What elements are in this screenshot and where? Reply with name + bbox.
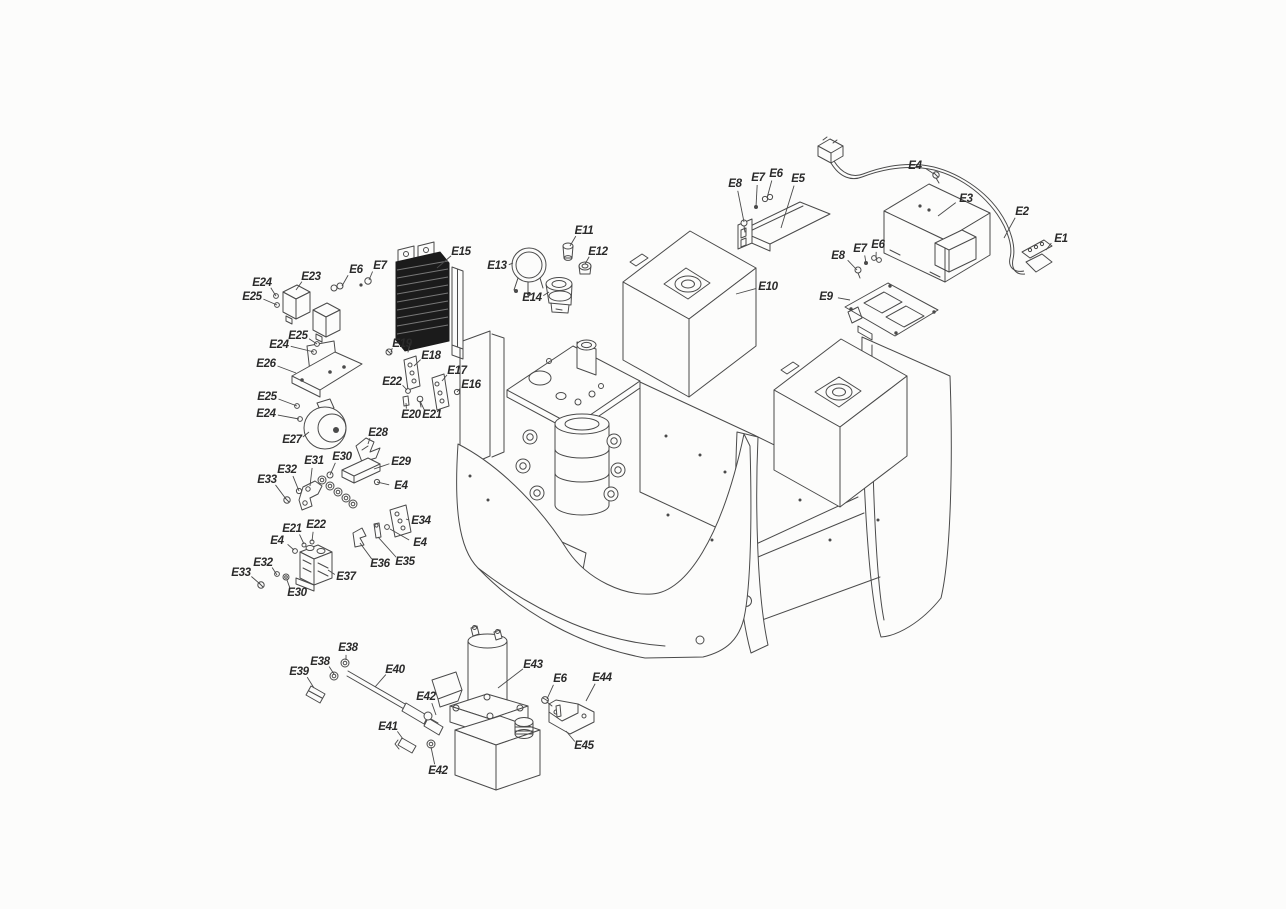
part-label-e4: E4 bbox=[270, 535, 284, 547]
part-label-e9: E9 bbox=[819, 291, 833, 303]
part-label-e38: E38 bbox=[338, 642, 358, 654]
part-label-e26: E26 bbox=[256, 358, 276, 370]
part-label-e45: E45 bbox=[574, 740, 594, 752]
part-label-e1: E1 bbox=[1054, 233, 1068, 245]
part-label-e42: E42 bbox=[416, 691, 436, 703]
part-label-e39: E39 bbox=[289, 666, 309, 678]
part-label-e25: E25 bbox=[242, 291, 262, 303]
part-label-e32: E32 bbox=[253, 557, 273, 569]
terminal-bar-e29-illustration bbox=[283, 457, 381, 511]
part-label-e8: E8 bbox=[831, 250, 845, 262]
part-label-e6: E6 bbox=[553, 673, 567, 685]
part-label-e33: E33 bbox=[257, 474, 277, 486]
part-label-e25: E25 bbox=[288, 330, 308, 342]
part-label-e7: E7 bbox=[373, 260, 387, 272]
relays-e23-illustration bbox=[273, 277, 372, 343]
screw-e4-illustration bbox=[932, 171, 940, 184]
part-label-e27: E27 bbox=[282, 434, 302, 446]
part-label-e24: E24 bbox=[256, 408, 276, 420]
part-label-e44: E44 bbox=[592, 672, 612, 684]
plate-e34-illustration bbox=[384, 504, 412, 538]
part-label-e42: E42 bbox=[428, 765, 448, 777]
part-label-e30: E30 bbox=[287, 587, 307, 599]
part-label-e14: E14 bbox=[522, 292, 542, 304]
horn-e27-illustration bbox=[294, 398, 347, 450]
heatsink-e15-illustration bbox=[395, 241, 464, 360]
part-label-e10: E10 bbox=[758, 281, 778, 293]
part-label-e17: E17 bbox=[447, 365, 467, 377]
part-label-e18: E18 bbox=[421, 350, 441, 362]
part-label-e13: E13 bbox=[487, 260, 507, 272]
part-label-e21: E21 bbox=[282, 523, 302, 535]
charger-illustration bbox=[883, 183, 991, 283]
part-label-e16: E16 bbox=[461, 379, 481, 391]
gauge-e13-illustration bbox=[511, 247, 547, 296]
key-switch-e14-illustration bbox=[545, 277, 573, 314]
part-label-e4: E4 bbox=[394, 480, 408, 492]
part-label-e7: E7 bbox=[853, 243, 867, 255]
clip-e36-illustration bbox=[352, 527, 367, 548]
part-label-e20: E20 bbox=[401, 409, 421, 421]
part-label-e35: E35 bbox=[395, 556, 415, 568]
part-label-e43: E43 bbox=[523, 659, 543, 671]
part-label-e2: E2 bbox=[1015, 206, 1029, 218]
hydraulic-hose-e40-illustration bbox=[305, 658, 444, 754]
battery-1-illustration bbox=[622, 230, 757, 398]
part-label-e4: E4 bbox=[908, 160, 922, 172]
connector-strip-e1-illustration bbox=[1021, 239, 1053, 259]
part-label-e41: E41 bbox=[378, 721, 398, 733]
part-label-e28: E28 bbox=[368, 427, 388, 439]
part-label-e21: E21 bbox=[422, 409, 442, 421]
part-label-e33: E33 bbox=[231, 567, 251, 579]
battery-2-illustration bbox=[773, 338, 908, 508]
part-label-e11: E11 bbox=[574, 225, 594, 237]
part-label-e29: E29 bbox=[391, 456, 411, 468]
part-label-e15: E15 bbox=[451, 246, 471, 258]
part-label-e32: E32 bbox=[277, 464, 297, 476]
part-label-e37: E37 bbox=[336, 571, 356, 583]
bracket-e44-illustration bbox=[541, 696, 595, 735]
part-label-e36: E36 bbox=[370, 558, 390, 570]
part-label-e5: E5 bbox=[791, 173, 805, 185]
pin-e35-illustration bbox=[373, 522, 382, 539]
part-label-e22: E22 bbox=[382, 376, 402, 388]
part-label-e22: E22 bbox=[306, 519, 326, 531]
battery-plate-e9-illustration bbox=[844, 255, 939, 341]
part-label-e6: E6 bbox=[769, 168, 783, 180]
bracket-e5-illustration bbox=[737, 193, 831, 252]
pump-unit-e43-illustration bbox=[431, 625, 541, 791]
part-label-e4: E4 bbox=[413, 537, 427, 549]
part-label-e8: E8 bbox=[728, 178, 742, 190]
bracket-e26-illustration bbox=[291, 340, 363, 398]
part-label-e6: E6 bbox=[871, 239, 885, 251]
part-label-e6: E6 bbox=[349, 264, 363, 276]
part-label-e34: E34 bbox=[411, 515, 431, 527]
part-label-e40: E40 bbox=[385, 664, 405, 676]
part-label-e24: E24 bbox=[269, 339, 289, 351]
fuse-holder-e17-illustration bbox=[431, 373, 450, 411]
part-label-e30: E30 bbox=[332, 451, 352, 463]
part-label-e3: E3 bbox=[959, 193, 973, 205]
part-label-e23: E23 bbox=[301, 271, 321, 283]
part-label-e38: E38 bbox=[310, 656, 330, 668]
part-label-e12: E12 bbox=[588, 246, 608, 258]
charger-cable-illustration bbox=[817, 136, 1053, 275]
part-label-e25: E25 bbox=[257, 391, 277, 403]
part-label-e7: E7 bbox=[751, 172, 765, 184]
part-label-e24: E24 bbox=[252, 277, 272, 289]
part-label-e31: E31 bbox=[304, 455, 324, 467]
part-label-e19: E19 bbox=[392, 338, 412, 350]
